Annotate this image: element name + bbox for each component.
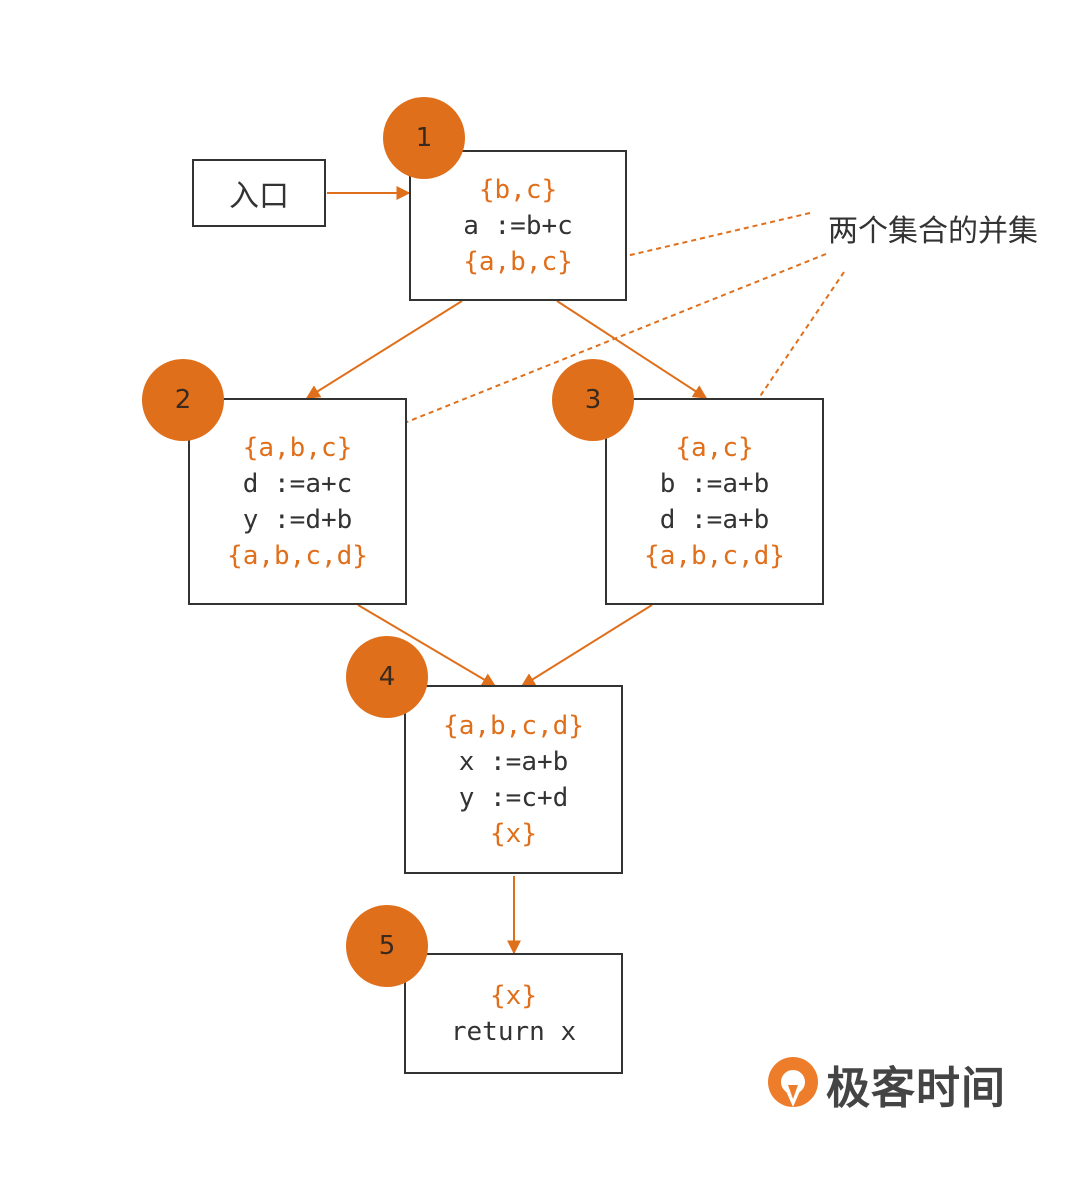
block-number-badge-4: 4 — [346, 636, 428, 718]
statement: return x — [450, 1016, 577, 1047]
edge-1-to-2 — [305, 300, 463, 399]
entry-label: 入口 — [229, 179, 289, 214]
variable-set: {a,b,c} — [242, 432, 353, 463]
block-number-badge-2: 2 — [142, 359, 224, 441]
edge-2-to-4 — [357, 604, 497, 687]
entry-box: 入口 — [192, 159, 326, 227]
basic-block-5: {x} return x — [404, 953, 623, 1074]
logo-text: 极客时间 — [826, 1063, 1006, 1114]
variable-set: {a,b,c} — [463, 246, 573, 277]
variable-set: {a,b,c,d} — [644, 540, 785, 571]
basic-block-2: {a,b,c} d :=a+c y :=d+b {a,b,c,d} — [188, 398, 407, 605]
statement: b :=a+b — [659, 468, 770, 499]
variable-set: {a,b,c,d} — [443, 710, 584, 741]
statement: x :=a+b — [458, 746, 569, 777]
block-number-badge-3: 3 — [552, 359, 634, 441]
statement: a :=b+c — [463, 210, 573, 241]
variable-set: {a,c} — [675, 432, 754, 463]
statement: d :=a+b — [659, 504, 770, 535]
variable-set: {a,b,c,d} — [227, 540, 368, 571]
statement: y :=c+d — [458, 782, 569, 813]
block-number-badge-5: 5 — [346, 905, 428, 987]
variable-set: {b,c} — [478, 174, 558, 205]
basic-block-3: {a,c} b :=a+b d :=a+b {a,b,c,d} — [605, 398, 824, 605]
annotation-pointer-2 — [360, 253, 827, 442]
block-number-badge-1: 1 — [383, 97, 465, 179]
geektime-logo-icon — [768, 1057, 818, 1107]
edge-3-to-4 — [520, 604, 653, 687]
annotation-pointer-1 — [590, 212, 811, 268]
statement: y :=d+b — [242, 504, 353, 535]
basic-block-1: {b,c} a :=b+c {a,b,c} — [409, 150, 627, 301]
edge-1-to-3 — [556, 300, 708, 399]
union-annotation: 两个集合的并集 — [828, 214, 1038, 249]
variable-set: {x} — [490, 980, 537, 1011]
variable-set: {x} — [490, 818, 537, 849]
brand-logo: 极客时间 — [766, 1052, 1006, 1116]
statement: d :=a+c — [242, 468, 353, 499]
basic-block-4: {a,b,c,d} x :=a+b y :=c+d {x} — [404, 685, 623, 874]
